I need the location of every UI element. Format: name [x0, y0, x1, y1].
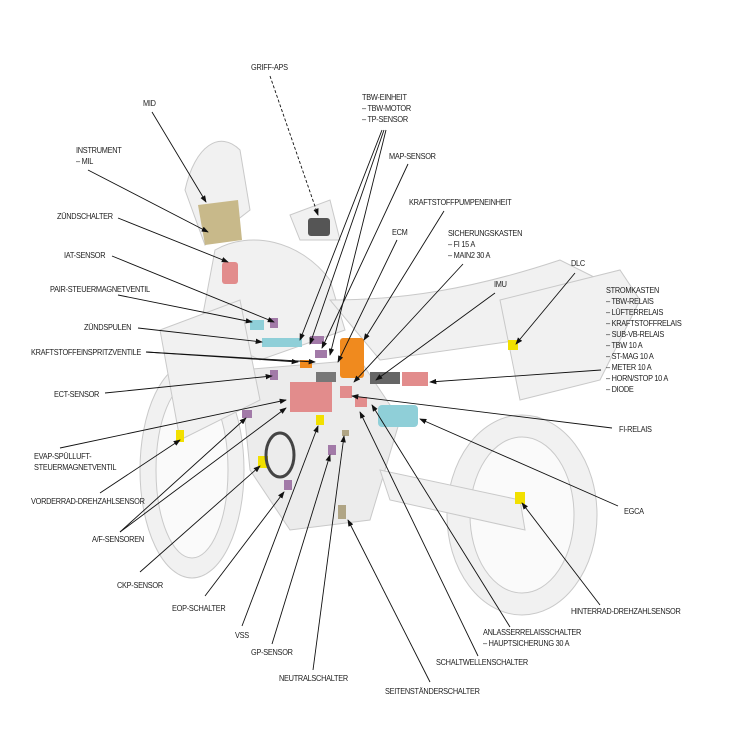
label-anlasser: ANLASSERRELAISSCHALTER – HAUPTSICHERUNG 3… — [483, 627, 581, 649]
swingarm — [379, 469, 526, 531]
label-line: – TBW-RELAIS — [606, 297, 654, 306]
label-line: – KRAFTSTOFFRELAIS — [606, 319, 682, 328]
label-line: – TBW-MOTOR — [362, 104, 411, 113]
egca-unit — [378, 405, 418, 427]
label-line: EVAP-SPÜLLUFT- — [34, 452, 92, 461]
label-mid: MID — [143, 99, 156, 108]
label-af-sensoren: A/F-SENSOREN — [92, 535, 144, 544]
griff-aps — [308, 218, 330, 236]
label-line: – DIODE — [606, 385, 634, 394]
dlc-connector — [508, 340, 518, 350]
label-gp-sensor: GP-SENSOR — [251, 648, 293, 657]
label-line: – MAIN2 30 A — [448, 251, 491, 260]
label-seitenstaender: SEITENSTÄNDERSCHALTER — [385, 687, 480, 696]
label-line: – FI 15 A — [448, 240, 475, 249]
components — [176, 200, 525, 519]
label-line: SICHERUNGSKASTEN — [448, 229, 523, 238]
ignition-switch — [222, 262, 238, 284]
label-line: TBW-EINHEIT — [362, 93, 407, 102]
label-line: – TP-SENSOR — [362, 115, 408, 124]
label-pumpe: KRAFTSTOFFPUMPENEINHEIT — [409, 198, 512, 207]
label-zuendschalter: ZÜNDSCHALTER — [57, 212, 113, 221]
label-ckp-sensor: CKP-SENSOR — [117, 581, 163, 590]
label-tbw: TBW-EINHEIT – TBW-MOTOR – TP-SENSOR — [362, 92, 411, 125]
label-line: – TBW 10 A — [606, 341, 643, 350]
label-line: – HAUPTSICHERUNG 30 A — [483, 639, 570, 648]
label-ect-sensor: ECT-SENSOR — [54, 390, 100, 399]
label-pair: PAIR-STEUERMAGNETVENTIL — [50, 285, 150, 294]
ckp-ring — [264, 431, 296, 479]
label-eop-schalter: EOP-SCHALTER — [172, 604, 226, 613]
label-map-sensor: MAP-SENSOR — [389, 152, 436, 161]
label-egca: EGCA — [624, 507, 644, 516]
label-vss: VSS — [235, 631, 249, 640]
label-line: ANLASSERRELAISSCHALTER — [483, 628, 582, 637]
label-griff-aps: GRIFF-APS — [251, 63, 288, 72]
label-fi-relais: FI-RELAIS — [619, 425, 652, 434]
label-instrument: INSTRUMENT – MIL — [76, 145, 122, 167]
label-line: – MIL — [76, 157, 94, 166]
label-dlc: DLC — [571, 259, 585, 268]
label-stromkasten: STROMKASTEN – TBW-RELAIS – LÜFTERRELAIS … — [606, 285, 682, 395]
label-vorderrad: VORDERRAD-DREHZAHLSENSOR — [31, 497, 145, 506]
label-neutralschalter: NEUTRALSCHALTER — [279, 674, 348, 683]
label-zuendspulen: ZÜNDSPULEN — [84, 323, 132, 332]
label-line: – SUB-VB-RELAIS — [606, 330, 665, 339]
label-line: – LÜFTERRELAIS — [606, 308, 664, 317]
label-schaltwelle: SCHALTWELLENSCHALTER — [436, 658, 528, 667]
label-sicherungskasten: SICHERUNGSKASTEN – FI 15 A – MAIN2 30 A — [448, 228, 522, 261]
label-line: – ST-MAG 10 A — [606, 352, 654, 361]
label-line: – METER 10 A — [606, 363, 652, 372]
relay-block — [290, 382, 332, 412]
tail — [499, 269, 641, 401]
label-hinterrad: HINTERRAD-DREHZAHLSENSOR — [571, 607, 681, 616]
label-evap: EVAP-SPÜLLUFT- STEUERMAGNETVENTIL — [34, 451, 116, 473]
label-ecm: ECM — [392, 228, 408, 237]
label-line: STEUERMAGNETVENTIL — [34, 463, 117, 472]
label-line: – HORN/STOP 10 A — [606, 374, 668, 383]
label-line: INSTRUMENT — [76, 146, 122, 155]
label-imu: IMU — [494, 280, 507, 289]
leader-lines — [59, 75, 619, 683]
instrument-panel — [198, 200, 242, 245]
label-einspritzventile: KRAFTSTOFFEINSPRITZVENTILE — [31, 348, 142, 357]
ecm-unit — [340, 338, 364, 378]
power-box — [402, 372, 428, 386]
label-line: STROMKASTEN — [606, 286, 660, 295]
label-iat-sensor: IAT-SENSOR — [64, 251, 106, 260]
